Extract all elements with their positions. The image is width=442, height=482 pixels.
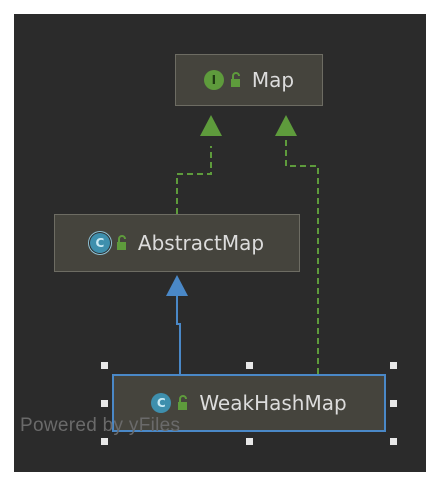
abstract-class-icon: C [89, 233, 110, 253]
node-weakhashmap-label: WeakHashMap [199, 391, 347, 415]
node-map-label: Map [251, 68, 295, 92]
extends-arrowhead [166, 275, 188, 296]
lock-icon [116, 235, 126, 250]
resize-handle-w[interactable] [101, 400, 108, 407]
diagram-edges [166, 115, 319, 374]
class-icon: C [151, 393, 172, 413]
resize-handle-nw[interactable] [101, 362, 108, 369]
implements-arrowhead [200, 115, 222, 136]
lock-icon [230, 72, 240, 87]
node-abstractmap-label: AbstractMap [137, 231, 265, 255]
lock-icon [178, 395, 188, 410]
implements-arrowhead [275, 115, 297, 136]
resize-handle-ne[interactable] [390, 362, 397, 369]
yfiles-watermark: Powered by yFiles [20, 415, 181, 436]
resize-handle-s[interactable] [246, 438, 253, 445]
resize-handle-se[interactable] [390, 438, 397, 445]
interface-icon: I [203, 70, 224, 90]
resize-handle-e[interactable] [390, 400, 397, 407]
resize-handle-sw[interactable] [101, 438, 108, 445]
node-abstractmap[interactable]: C AbstractMap [54, 214, 300, 272]
node-map[interactable]: I Map [175, 54, 323, 106]
edge-weakhashmap-implements-map [285, 136, 319, 374]
resize-handle-n[interactable] [246, 362, 253, 369]
node-weakhashmap[interactable]: C WeakHashMap [112, 374, 386, 432]
diagram-canvas[interactable]: I Map C AbstractMap C WeakHashMap [14, 14, 426, 472]
edge-abstractmap-implements-map [176, 146, 212, 214]
edge-weakhashmap-extends-abstractmap [176, 296, 181, 374]
